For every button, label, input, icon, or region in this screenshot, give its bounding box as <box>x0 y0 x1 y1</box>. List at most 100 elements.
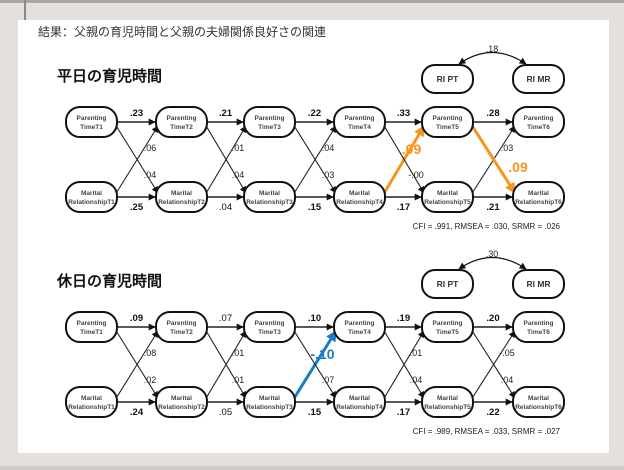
marital-node <box>243 181 296 213</box>
fit-indices: CFI = .991, RMSEA = .030, SRMR = .026 <box>413 222 561 231</box>
parenting-node-label: Parenting <box>433 115 463 122</box>
coef-parenting-to-marital: .02 <box>144 375 157 385</box>
parenting-node-label: Parenting <box>167 320 197 327</box>
path-marital-to-parenting <box>292 125 337 196</box>
coef-marital: .21 <box>486 202 500 213</box>
path-parenting-to-marital <box>114 328 159 399</box>
coef-parenting-to-marital: .03 <box>322 170 335 180</box>
path-parenting-to-marital <box>469 123 517 194</box>
marital-node-label: RelationshipT4 <box>336 404 383 411</box>
parenting-node <box>512 311 565 343</box>
marital-node <box>421 386 474 418</box>
marital-node-label: RelationshipT6 <box>515 404 562 411</box>
parenting-node <box>243 311 296 343</box>
marital-node-label: Marital <box>437 190 458 197</box>
parenting-node-label: Parenting <box>524 320 554 327</box>
path-marital-to-parenting <box>291 330 338 401</box>
ri-covariance-label: .30 <box>486 249 499 259</box>
coef-marital: .22 <box>486 407 499 418</box>
coef-parenting-to-marital: .01 <box>232 375 245 385</box>
parenting-node <box>155 106 208 138</box>
path-marital-to-parenting <box>114 330 159 401</box>
coef-parenting-to-marital: .04 <box>410 375 423 385</box>
coef-parenting: .21 <box>219 108 233 119</box>
coef-parenting: .19 <box>397 313 410 324</box>
parenting-node <box>421 106 474 138</box>
parenting-node <box>512 106 565 138</box>
coef-parenting: .09 <box>130 313 143 324</box>
marital-node-label: Marital <box>171 190 192 197</box>
parenting-node-label: TimeT4 <box>348 329 371 336</box>
parenting-node-label: Parenting <box>345 115 375 122</box>
ri-node-label: RI PT <box>437 279 460 289</box>
slide <box>18 20 609 453</box>
coef-parenting-to-marital: .04 <box>232 170 245 180</box>
coef-marital: .17 <box>397 407 410 418</box>
marital-node-label: Marital <box>259 395 280 402</box>
path-marital-to-parenting <box>381 125 426 196</box>
marital-node-label: RelationshipT4 <box>336 199 383 206</box>
marital-node-label: Marital <box>528 395 549 402</box>
marital-node <box>65 181 118 213</box>
ri-node <box>512 269 565 299</box>
ri-node-label: RI MR <box>526 279 550 289</box>
parenting-node-label: Parenting <box>77 320 107 327</box>
path-marital-to-parenting <box>470 330 516 401</box>
covariance-arrow <box>458 257 527 270</box>
parenting-node-label: TimeT1 <box>80 124 103 131</box>
cursor-line <box>24 0 26 36</box>
coef-marital-to-parenting: .01 <box>410 348 423 358</box>
coef-marital-to-parenting: .01 <box>232 143 245 153</box>
marital-node-label: RelationshipT3 <box>246 404 293 411</box>
top-border <box>0 0 624 3</box>
marital-node <box>421 181 474 213</box>
ri-node <box>512 64 565 94</box>
coef-marital: .24 <box>130 407 144 418</box>
coef-marital-to-parenting-highlight: .09 <box>402 141 422 157</box>
coef-parenting-to-marital-highlight: .09 <box>508 159 528 175</box>
marital-node-label: Marital <box>81 190 102 197</box>
coef-marital-to-parenting: .01 <box>232 348 245 358</box>
marital-node <box>333 181 386 213</box>
parenting-node-label: TimeT5 <box>436 329 459 336</box>
panel-title: 休日の育児時間 <box>56 272 162 290</box>
ri-node <box>421 64 474 94</box>
parenting-node-label: Parenting <box>345 320 375 327</box>
parenting-node <box>243 106 296 138</box>
coef-parenting-to-marital: .04 <box>501 375 514 385</box>
coef-parenting: .33 <box>397 108 410 119</box>
marital-node <box>155 386 208 418</box>
parenting-node-label: TimeT2 <box>170 124 193 131</box>
path-marital-to-parenting <box>204 330 247 401</box>
coef-marital: .15 <box>308 202 322 213</box>
parenting-node-label: Parenting <box>255 320 285 327</box>
parenting-node-label: Parenting <box>255 115 285 122</box>
parenting-node <box>65 311 118 343</box>
marital-node-label: RelationshipT5 <box>424 404 471 411</box>
marital-node <box>512 386 565 418</box>
ri-node-label: RI MR <box>526 74 550 84</box>
marital-node <box>512 181 565 213</box>
marital-node-label: Marital <box>171 395 192 402</box>
path-parenting-to-marital <box>292 328 337 399</box>
marital-node-label: RelationshipT1 <box>68 199 115 206</box>
parenting-node <box>421 311 474 343</box>
slide-heading: 結果：父親の育児時間と父親の夫婦関係良好さの関連 <box>38 25 327 39</box>
coef-parenting-to-marital: -.00 <box>408 170 424 180</box>
bottom-border <box>0 466 624 470</box>
marital-node <box>333 386 386 418</box>
path-parenting-to-marital <box>470 328 516 399</box>
ri-covariance-label: .18 <box>486 44 499 54</box>
marital-node-label: RelationshipT6 <box>515 199 562 206</box>
marital-node <box>155 181 208 213</box>
parenting-node-label: TimeT6 <box>527 329 550 336</box>
marital-node-label: Marital <box>437 395 458 402</box>
path-parenting-to-marital <box>382 123 425 194</box>
marital-node-label: RelationshipT1 <box>68 404 115 411</box>
path-marital-to-parenting <box>204 125 247 196</box>
parenting-node-label: Parenting <box>167 115 197 122</box>
marital-node-label: RelationshipT5 <box>424 199 471 206</box>
coef-marital-to-parenting: .06 <box>144 143 157 153</box>
marital-node-label: Marital <box>349 395 370 402</box>
